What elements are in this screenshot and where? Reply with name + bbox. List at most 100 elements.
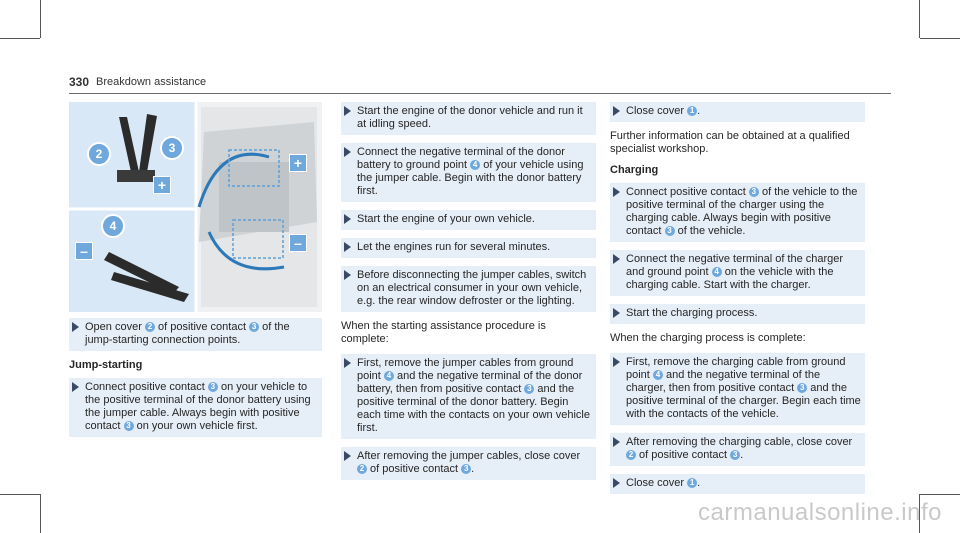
list-item: Let the engines run for several minutes. bbox=[341, 238, 596, 258]
list-item: After removing the charging cable, close… bbox=[610, 433, 865, 466]
list-item: Start the engine of your own vehicle. bbox=[341, 210, 596, 230]
col2-list-2: First, remove the jumper cables from gro… bbox=[341, 354, 596, 480]
item-text: and the negative terminal of the donor b… bbox=[357, 370, 583, 395]
crop-mark bbox=[919, 494, 920, 533]
item-text: Start the engine of your own vehicle. bbox=[357, 213, 535, 225]
list-item: First, remove the jumper cables from gro… bbox=[341, 354, 596, 439]
item-text: Let the engines run for several minutes. bbox=[357, 241, 551, 253]
callout-badge: 4 bbox=[470, 160, 481, 171]
item-text: . bbox=[740, 449, 744, 461]
item-text: Connect positive contact bbox=[626, 186, 749, 198]
col1-list-top: Open cover 2 of positive contact 3 of th… bbox=[69, 318, 322, 351]
item-text: on the vehicle with the charging cable. … bbox=[626, 266, 834, 291]
column-3: Close cover 1. Further information can b… bbox=[610, 102, 865, 502]
item-text: Start the engine of the donor vehicle an… bbox=[357, 105, 583, 130]
plus-icon: + bbox=[289, 154, 307, 172]
plus-icon: + bbox=[153, 176, 171, 194]
arrow-bullet-icon bbox=[613, 187, 620, 197]
section-heading-charging: Charging bbox=[610, 164, 659, 176]
col1-list: Connect positive contact 3 on your vehic… bbox=[69, 378, 322, 437]
item-text: of your vehicle using the jumper cable. … bbox=[357, 159, 584, 197]
arrow-bullet-icon bbox=[613, 357, 620, 367]
arrow-bullet-icon bbox=[344, 147, 351, 157]
callout-badge: 4 bbox=[652, 370, 663, 381]
list-item: Start the charging process. bbox=[610, 304, 865, 324]
callout-badge: 2 bbox=[626, 450, 636, 461]
list-item: Connect positive contact 3 on your vehic… bbox=[69, 378, 322, 437]
callout-badge: 4 bbox=[711, 267, 722, 278]
item-text: Connect positive contact bbox=[85, 381, 208, 393]
callout-badge: 3 bbox=[730, 450, 741, 461]
item-text: of the jump-starting connection points. bbox=[85, 321, 290, 346]
column-1: Open cover 2 of positive contact 3 of th… bbox=[69, 318, 322, 445]
arrow-bullet-icon bbox=[72, 322, 79, 332]
callout-badge: 4 bbox=[383, 371, 394, 382]
callout-badge: 3 bbox=[748, 187, 759, 198]
minus-icon: – bbox=[75, 242, 93, 260]
arrow-bullet-icon bbox=[613, 254, 620, 264]
item-text: on your own vehicle first. bbox=[133, 420, 258, 432]
item-text: . bbox=[697, 105, 701, 117]
col3-list: Close cover 1. bbox=[610, 102, 865, 122]
arrow-bullet-icon bbox=[344, 106, 351, 116]
arrow-bullet-icon bbox=[613, 106, 620, 116]
item-text: of positive contact bbox=[367, 463, 462, 475]
item-text: First, remove the jumper cables from gro… bbox=[357, 357, 574, 382]
callout-badge: 3 bbox=[123, 421, 134, 432]
list-item: After removing the jumper cables, close … bbox=[341, 447, 596, 480]
arrow-bullet-icon bbox=[613, 478, 620, 488]
arrow-bullet-icon bbox=[344, 451, 351, 461]
callout-badge: 3 bbox=[524, 384, 535, 395]
callout-badge: 3 bbox=[207, 382, 218, 393]
crop-mark bbox=[0, 494, 40, 495]
col3-list-3: First, remove the charging cable from gr… bbox=[610, 353, 865, 494]
callout-badge: 3 bbox=[664, 226, 675, 237]
arrow-bullet-icon bbox=[613, 308, 620, 318]
paragraph: When the starting assistance procedure i… bbox=[341, 320, 546, 345]
list-item: Close cover 1. bbox=[610, 102, 865, 122]
callout-badge: 2 bbox=[144, 322, 155, 333]
item-text: Connect the negative terminal of the don… bbox=[357, 146, 565, 171]
item-text: Open cover bbox=[85, 321, 145, 333]
col2-list: Start the engine of the donor vehicle an… bbox=[341, 102, 596, 312]
crop-mark bbox=[0, 38, 40, 39]
item-text: Close cover bbox=[626, 477, 688, 489]
minus-icon: – bbox=[289, 234, 307, 252]
callout-badge: 3 bbox=[249, 322, 260, 333]
header-rule bbox=[69, 93, 891, 94]
item-text: of the vehicle. bbox=[674, 225, 746, 237]
list-item: Connect positive contact 3 of the vehicl… bbox=[610, 183, 865, 242]
page-title: Breakdown assistance bbox=[96, 76, 207, 88]
item-text: First, remove the charging cable from gr… bbox=[626, 356, 846, 381]
list-item: First, remove the charging cable from gr… bbox=[610, 353, 865, 425]
item-text: Connect the negative terminal of the cha… bbox=[626, 253, 844, 278]
callout-3: 3 bbox=[160, 136, 184, 160]
item-text: Start the charging process. bbox=[626, 307, 758, 319]
col3-list-2: Connect positive contact 3 of the vehicl… bbox=[610, 183, 865, 324]
arrow-bullet-icon bbox=[613, 437, 620, 447]
crop-mark bbox=[919, 0, 920, 38]
item-text: of the vehicle to the positive terminal … bbox=[626, 186, 858, 237]
paragraph: Further information can be obtained at a… bbox=[610, 130, 850, 155]
crop-mark bbox=[40, 0, 41, 38]
callout-badge: 2 bbox=[357, 464, 367, 475]
arrow-bullet-icon bbox=[344, 358, 351, 368]
callout-4: 4 bbox=[101, 214, 125, 238]
paragraph: When the charging process is complete: bbox=[610, 332, 806, 344]
item-text: Before disconnecting the jumper cables, … bbox=[357, 269, 587, 307]
item-text: . bbox=[471, 463, 475, 475]
callout-badge: 3 bbox=[797, 383, 808, 394]
item-text: and the negative terminal of the charger… bbox=[626, 369, 821, 394]
item-text: of positive contact bbox=[154, 321, 250, 333]
list-item: Connect the negative terminal of the cha… bbox=[610, 250, 865, 296]
item-text: After removing the charging cable, close… bbox=[626, 436, 853, 448]
crop-mark bbox=[920, 38, 960, 39]
list-item: Before disconnecting the jumper cables, … bbox=[341, 266, 596, 312]
callout-badge: 1 bbox=[687, 106, 698, 117]
callout-2: 2 bbox=[87, 142, 111, 166]
arrow-bullet-icon bbox=[72, 382, 79, 392]
watermark: carmanualsonline.info bbox=[698, 499, 942, 526]
item-text: . bbox=[697, 477, 701, 489]
item-text: Close cover bbox=[626, 105, 688, 117]
list-item: Connect the negative terminal of the don… bbox=[341, 143, 596, 202]
